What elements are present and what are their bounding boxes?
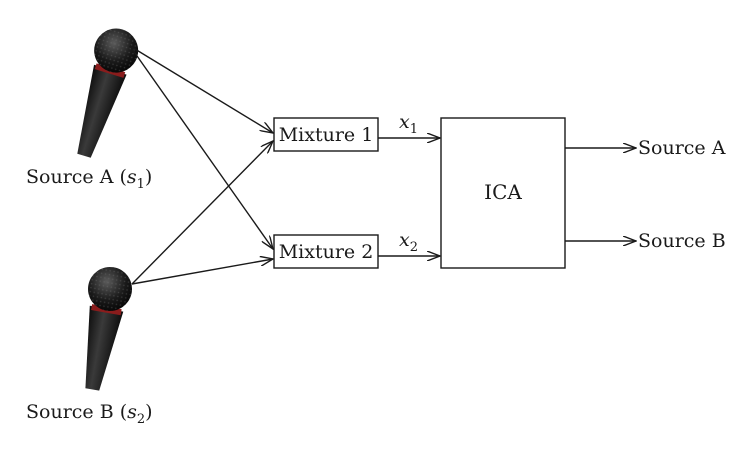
mixture-1-label: Mixture 1 [279, 124, 374, 146]
source-b-label: Source B (s2) [26, 401, 153, 427]
ica-label: ICA [484, 180, 522, 204]
output-source-a-label: Source A [638, 137, 726, 159]
output-source-b-label: Source B [638, 230, 726, 252]
signal-x2-label: x2 [399, 229, 418, 255]
signal-x1-label: x1 [399, 111, 418, 137]
microphone-icon [77, 28, 139, 158]
ica-box: ICA [440, 117, 566, 269]
mixture-2-label: Mixture 2 [279, 241, 374, 263]
mixture-2-box: Mixture 2 [273, 234, 379, 269]
mixture-1-box: Mixture 1 [273, 117, 379, 152]
source-a-label: Source A (s1) [26, 166, 152, 192]
microphone-icon [85, 266, 133, 391]
arrow-b-to-mixture-2 [131, 259, 273, 285]
arrow-a-to-mixture-1 [129, 45, 273, 133]
arrow-a-to-mixture-2 [129, 45, 273, 249]
arrow-b-to-mixture-1 [131, 141, 273, 285]
